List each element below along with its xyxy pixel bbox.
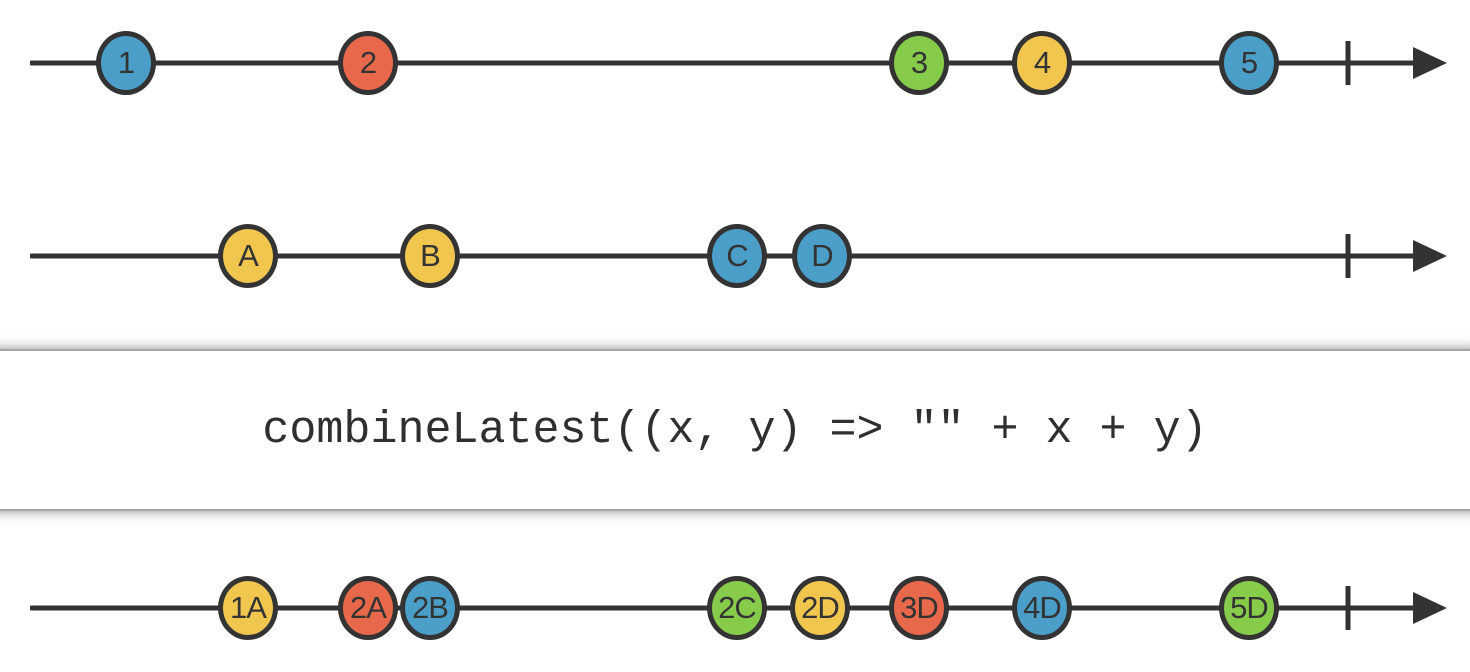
marble-1A: 1A [218, 576, 278, 640]
marble-D[interactable]: D [792, 224, 852, 288]
marble-2C: 2C [707, 576, 767, 640]
operator-box: combineLatest((x, y) => "" + x + y) [0, 349, 1470, 511]
arrowhead-icon [1413, 47, 1447, 79]
operator-label: combineLatest((x, y) => "" + x + y) [262, 404, 1208, 456]
completion-tick[interactable] [1345, 234, 1351, 278]
marble-4D: 4D [1012, 576, 1072, 640]
marble-2D: 2D [790, 576, 850, 640]
marble-1[interactable]: 1 [96, 31, 156, 95]
marble-5D: 5D [1219, 576, 1279, 640]
arrowhead-icon [1413, 240, 1447, 272]
marble-4[interactable]: 4 [1012, 31, 1072, 95]
marble-3D: 3D [889, 576, 949, 640]
marble-C[interactable]: C [707, 224, 767, 288]
marble-A[interactable]: A [218, 224, 278, 288]
marble-2A: 2A [338, 576, 398, 640]
marble-2[interactable]: 2 [338, 31, 398, 95]
marble-B[interactable]: B [400, 224, 460, 288]
completion-tick[interactable] [1345, 41, 1351, 85]
marble-5[interactable]: 5 [1219, 31, 1279, 95]
arrowhead-icon [1413, 592, 1447, 624]
marble-2B: 2B [400, 576, 460, 640]
timeline-line [30, 60, 1420, 66]
marble-3[interactable]: 3 [889, 31, 949, 95]
completion-tick [1345, 586, 1351, 630]
